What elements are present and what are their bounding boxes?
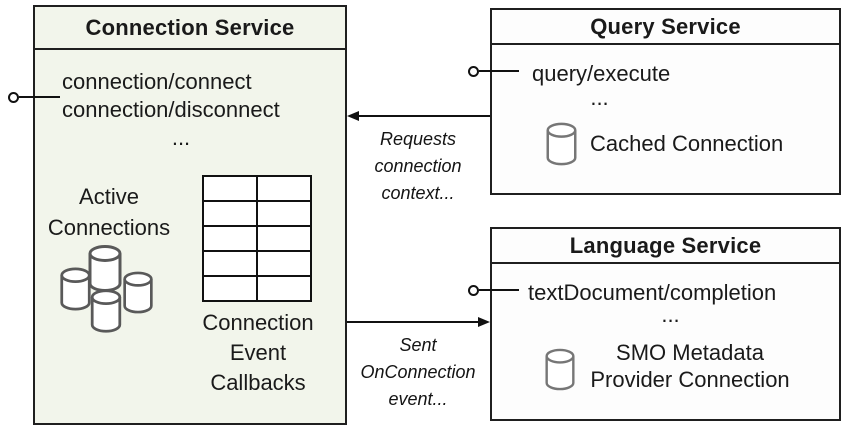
method-connection-connect: connection/connect	[62, 69, 252, 94]
sent-event-arrow-head-icon	[478, 317, 490, 327]
sent-onconnection-event-label: Sent OnConnection event...	[360, 335, 476, 409]
table-cell	[204, 177, 256, 200]
language-interface-line	[479, 289, 519, 291]
connection-methods-list: connection/connect connection/disconnect…	[62, 68, 300, 152]
cached-connection-database-icon	[546, 122, 577, 166]
query-service-box: Query Service	[490, 8, 841, 195]
database-cluster-cylinder-right-icon	[123, 271, 153, 314]
language-service-title: Language Service	[492, 229, 839, 264]
table-cell	[204, 252, 256, 275]
table-cell	[258, 252, 310, 275]
table-cell	[258, 202, 310, 225]
methods-ellipsis: ...	[171, 125, 191, 150]
table-cell	[204, 227, 256, 250]
connection-interface-line	[19, 96, 60, 98]
table-cell	[258, 227, 310, 250]
method-query-execute: query/execute	[532, 61, 671, 86]
requests-arrow-line	[358, 115, 490, 117]
table-cell	[258, 277, 310, 300]
database-cluster-cylinder-bottom-icon	[90, 289, 122, 333]
method-connection-disconnect: connection/disconnect	[62, 97, 280, 122]
smo-metadata-database-icon	[545, 348, 575, 391]
requests-connection-context-label: Requests connection context...	[374, 129, 462, 203]
query-interface-line	[479, 70, 519, 72]
connection-interface-lollipop-icon	[8, 92, 19, 103]
query-methods-ellipsis: ...	[590, 85, 609, 110]
table-cell	[258, 177, 310, 200]
language-methods-ellipsis: ...	[661, 302, 680, 327]
connection-event-callbacks-label: Connection Event Callbacks	[202, 310, 314, 395]
callbacks-table	[202, 175, 312, 302]
connection-service-title: Connection Service	[35, 7, 345, 50]
database-cluster-cylinder-top-icon	[88, 245, 122, 292]
active-connections-label: Active Connections	[47, 184, 171, 240]
table-cell	[204, 277, 256, 300]
language-service-box: Language Service	[490, 227, 841, 421]
query-interface-lollipop-icon	[468, 66, 479, 77]
table-cell	[204, 202, 256, 225]
language-interface-lollipop-icon	[468, 285, 479, 296]
query-service-title: Query Service	[492, 10, 839, 45]
sent-event-arrow-line	[347, 321, 479, 323]
cached-connection-label: Cached Connection	[590, 131, 784, 156]
smo-metadata-provider-label: SMO Metadata Provider Connection	[590, 340, 790, 392]
method-textdocument-completion: textDocument/completion	[528, 280, 777, 305]
requests-arrow-head-icon	[347, 111, 359, 121]
